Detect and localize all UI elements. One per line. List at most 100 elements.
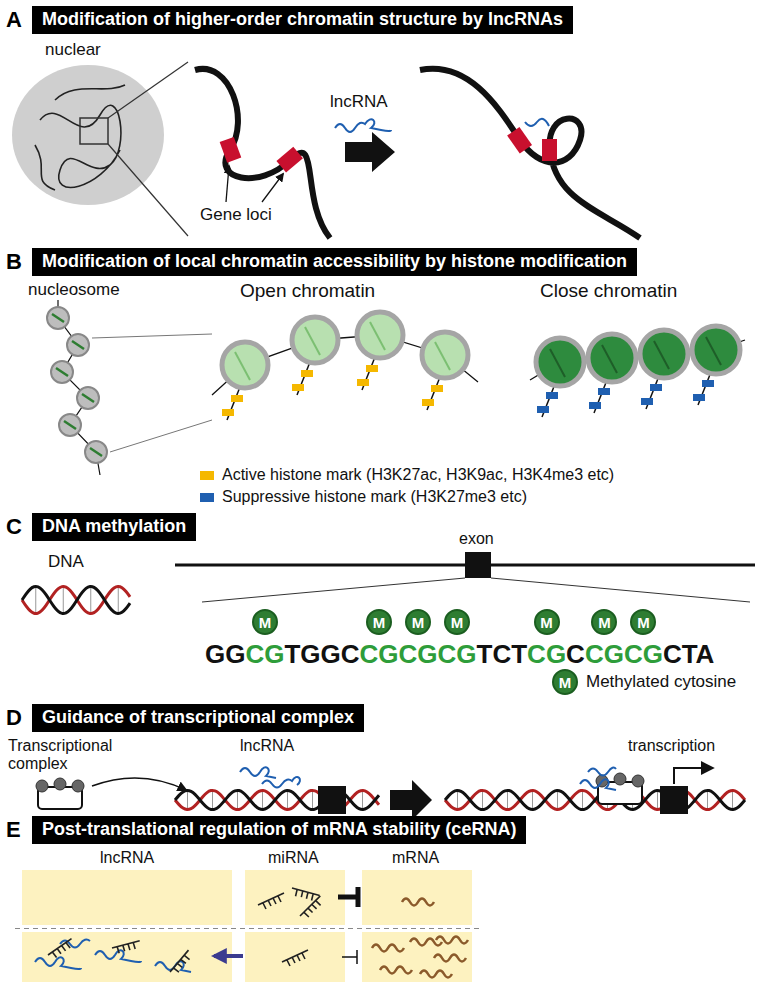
inhibition-symbol bbox=[356, 887, 361, 907]
open-chromatin bbox=[212, 312, 478, 420]
genome-line bbox=[491, 578, 750, 602]
lncrna-symbol bbox=[240, 767, 276, 778]
mirna-symbol bbox=[165, 950, 195, 975]
closed-chromatin bbox=[536, 326, 740, 386]
nucleosome-chain bbox=[59, 414, 81, 436]
methyl-mark: M bbox=[598, 614, 611, 631]
compartment bbox=[22, 870, 232, 925]
methyl-mark: M bbox=[373, 614, 386, 631]
closed-chromatin bbox=[706, 337, 721, 365]
chromatin-fiber bbox=[195, 69, 330, 238]
mrna-symbol bbox=[372, 937, 468, 978]
sequence-segment: CGCG bbox=[585, 639, 663, 669]
panel-header: BModification of local chromatin accessi… bbox=[32, 248, 637, 276]
leader-arrow bbox=[226, 166, 229, 202]
region-label: nuclear bbox=[45, 40, 101, 60]
molecule-label: lncRNA bbox=[100, 849, 154, 867]
dna-helix bbox=[482, 790, 483, 810]
dna-helix bbox=[237, 790, 238, 810]
nucleosome-chain bbox=[77, 387, 99, 409]
sequence-segment: CGCGCG bbox=[360, 639, 477, 669]
nucleosome-chain bbox=[52, 314, 64, 322]
panel-title: Guidance of transcriptional complex bbox=[42, 707, 354, 727]
lncrna-symbol bbox=[262, 777, 300, 788]
panel-title: Post-translational regulation of mRNA st… bbox=[42, 819, 516, 839]
closed-chromatin bbox=[536, 338, 584, 386]
lncrna-symbol bbox=[35, 940, 191, 972]
nucleosome-chain bbox=[51, 361, 73, 383]
open-chromatin bbox=[292, 362, 313, 395]
nucleosome-chain bbox=[47, 307, 107, 463]
panel-header: DGuidance of transcriptional complex bbox=[32, 704, 364, 732]
compartment bbox=[362, 932, 472, 982]
compartment bbox=[362, 870, 472, 925]
lncrna-symbol bbox=[335, 119, 391, 132]
closed-chromatin bbox=[537, 384, 558, 417]
sequence-segment: TGGC bbox=[284, 639, 359, 669]
closed-chromatin bbox=[589, 380, 610, 413]
chromatin-fiber bbox=[220, 137, 242, 163]
dna-helix bbox=[507, 790, 508, 810]
mrna-symbol bbox=[436, 937, 468, 944]
compartment bbox=[22, 932, 232, 982]
genome-line bbox=[175, 552, 755, 602]
part-label: nucleosome bbox=[28, 280, 120, 300]
closed-chromatin bbox=[602, 345, 617, 373]
leader-arrow bbox=[226, 166, 283, 202]
lncrna-symbol bbox=[588, 768, 616, 776]
open-chromatin bbox=[235, 322, 450, 380]
legend-item: Suppressive histone mark (H3K27me3 etc) bbox=[200, 488, 527, 506]
nucleosome-chain bbox=[64, 421, 76, 429]
methyl-circle: M bbox=[252, 609, 278, 635]
mirna-symbol bbox=[282, 950, 308, 966]
dna-helix bbox=[35, 586, 36, 614]
mirna-symbol bbox=[296, 896, 326, 920]
dna-helix bbox=[312, 790, 313, 810]
nucleosome-chain bbox=[82, 394, 94, 402]
block-arrow bbox=[345, 132, 395, 172]
dna-helix bbox=[457, 790, 458, 810]
panel-header: AModification of higher-order chromatin … bbox=[32, 6, 573, 34]
part-label: exon bbox=[459, 530, 494, 548]
dna-helix bbox=[175, 790, 379, 809]
process-label: transcription bbox=[628, 737, 715, 755]
nucleosome-chain bbox=[47, 307, 69, 329]
mrna-symbol bbox=[420, 971, 452, 978]
panel-title: Modification of local chromatin accessib… bbox=[42, 251, 627, 271]
open-chromatin bbox=[222, 387, 243, 420]
open-chromatin bbox=[292, 317, 338, 363]
mrna-symbol bbox=[372, 945, 404, 952]
molecule-label: lncRNA bbox=[240, 737, 294, 755]
state-label: Close chromatin bbox=[540, 280, 677, 302]
lncrna-symbol bbox=[335, 119, 391, 132]
molecule-label: miRNA bbox=[268, 849, 319, 867]
genome-line bbox=[465, 552, 491, 578]
nucleus bbox=[80, 118, 108, 144]
dna-helix bbox=[362, 790, 363, 810]
open-chromatin bbox=[435, 342, 450, 370]
methyl-circle: M bbox=[444, 609, 470, 635]
dna-helix bbox=[175, 790, 379, 810]
sequence-segment: CG bbox=[245, 639, 284, 669]
dna-sequence: GGCGTGGCCGCGCGTCTCGCCGCGCTA bbox=[205, 640, 714, 669]
divider bbox=[15, 928, 480, 929]
legend-text: Suppressive histone mark (H3K27me3 etc) bbox=[222, 488, 527, 506]
methyl-circle: M bbox=[630, 609, 656, 635]
genome-line bbox=[202, 578, 465, 602]
panel-letter: C bbox=[6, 514, 22, 540]
closed-chromatin bbox=[654, 341, 669, 369]
panel-title: Modification of higher-order chromatin s… bbox=[42, 9, 563, 29]
panel-letter: E bbox=[6, 817, 21, 843]
exon-box bbox=[318, 786, 346, 814]
zoom-line bbox=[108, 62, 188, 118]
nucleus bbox=[12, 65, 164, 205]
nucleus bbox=[35, 85, 125, 190]
guide-arrow bbox=[92, 778, 186, 790]
zoom-line bbox=[110, 420, 212, 452]
zoom-line bbox=[92, 334, 212, 452]
part-label: Transcriptional complex bbox=[8, 737, 168, 774]
dna-helix bbox=[445, 790, 745, 809]
mirna-symbol bbox=[46, 936, 308, 975]
panel-letter: D bbox=[6, 705, 22, 731]
dna-helix bbox=[22, 586, 130, 613]
